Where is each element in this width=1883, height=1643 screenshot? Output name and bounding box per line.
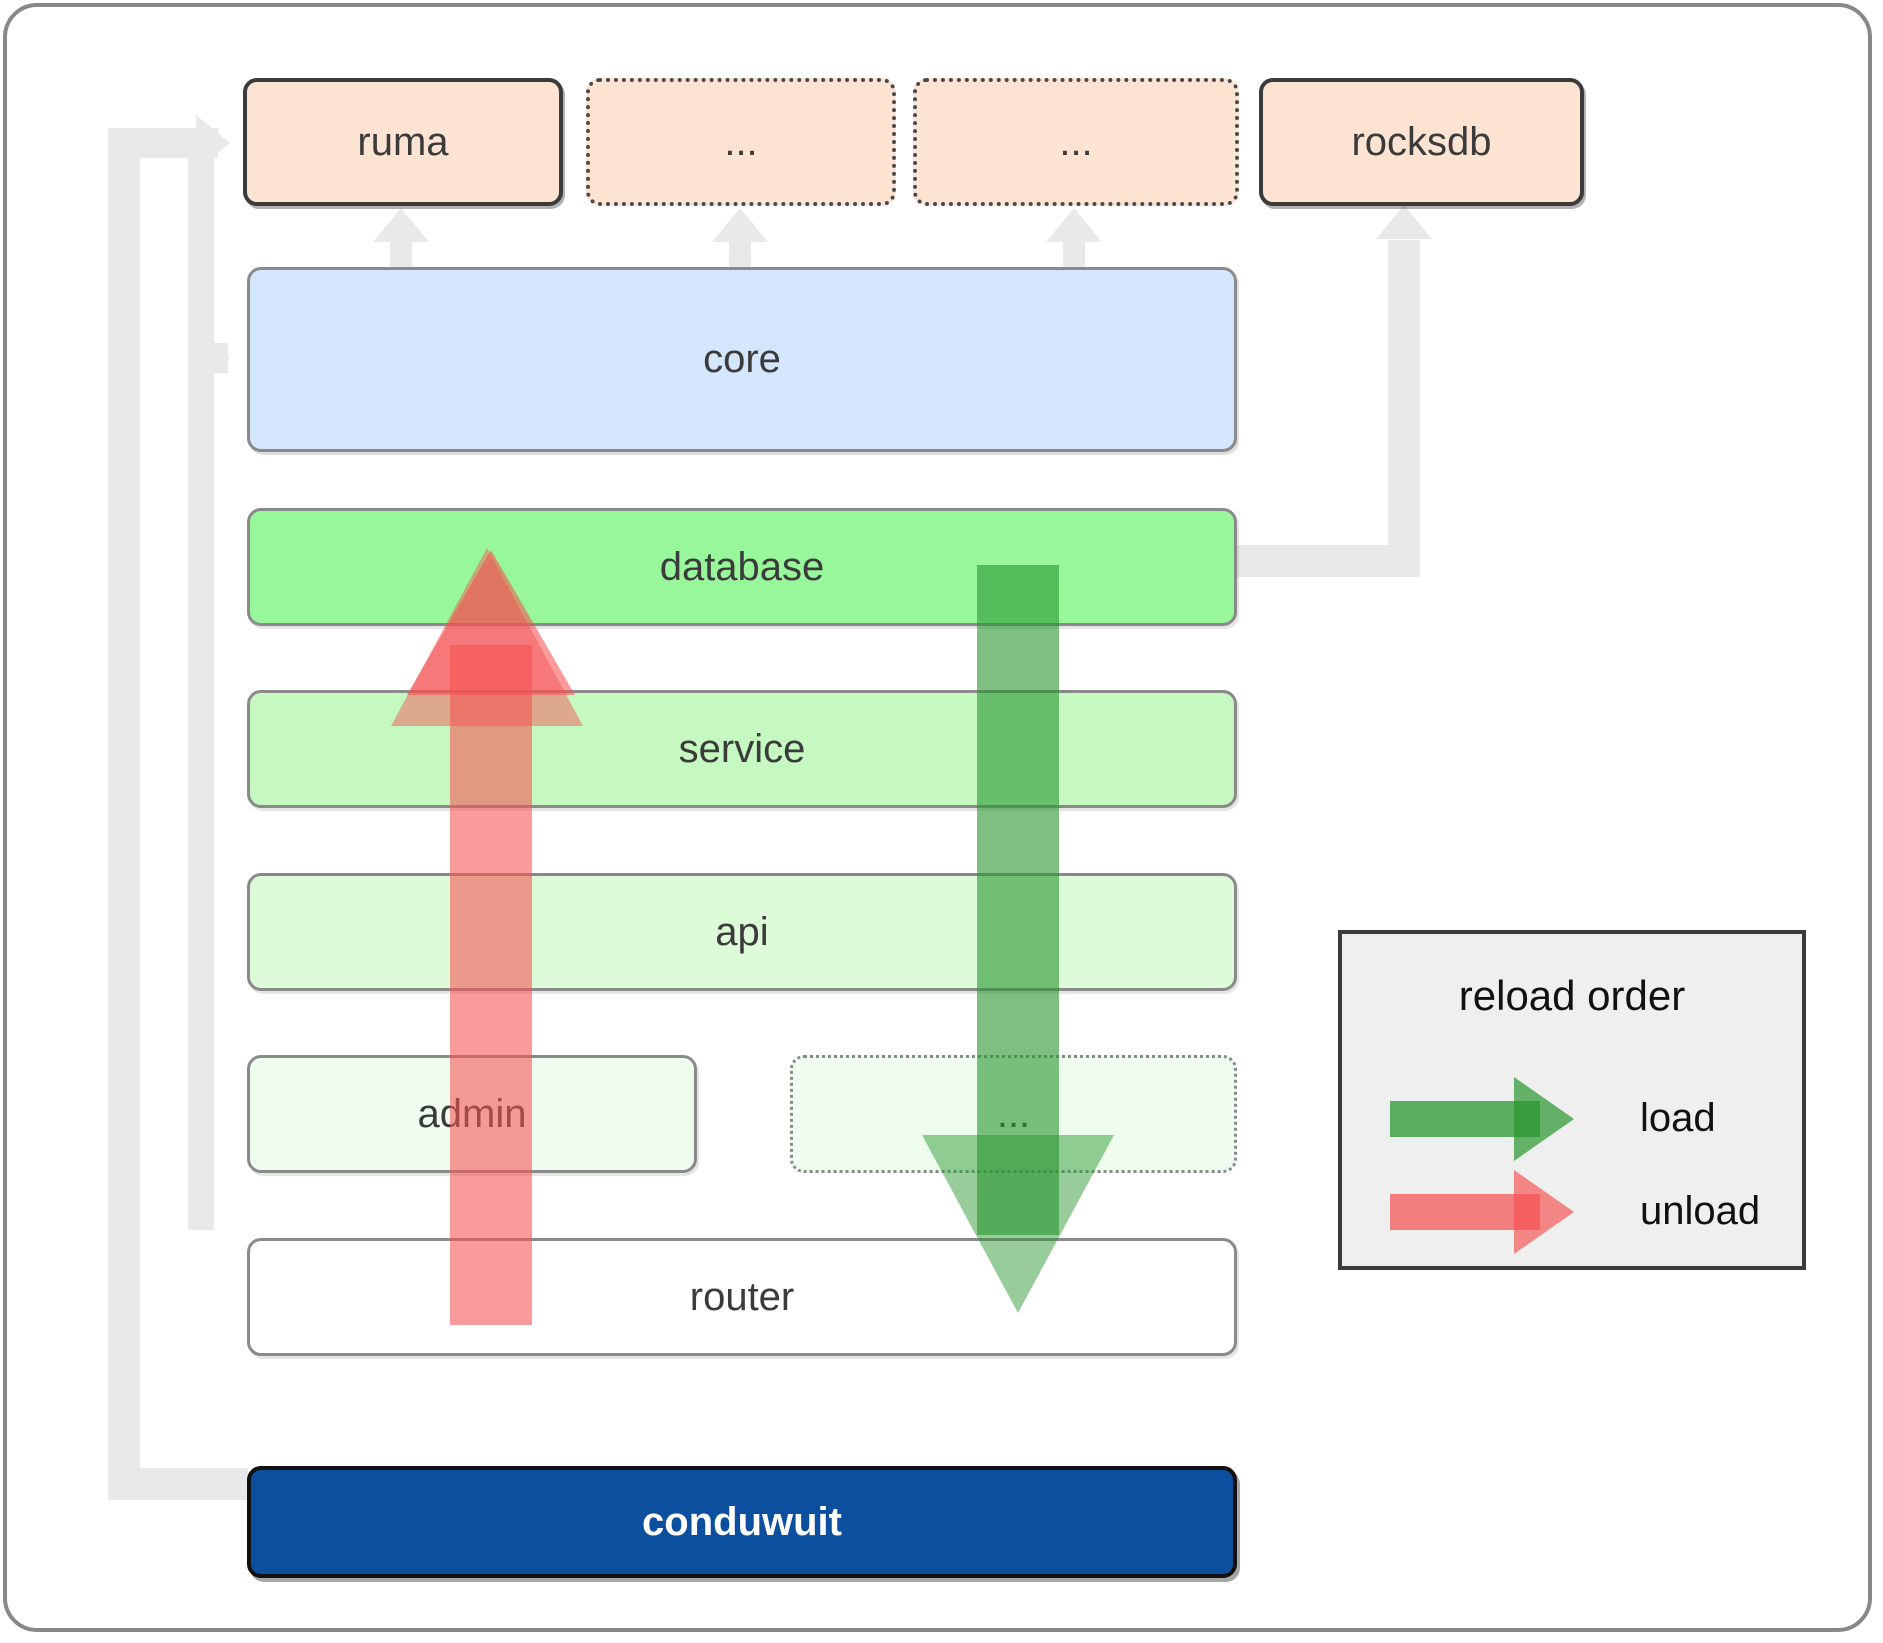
node-router-label: router [689,1274,795,1319]
node-dep-3-label: ... [1059,119,1093,164]
node-ruma-label: ruma [357,119,449,164]
legend-load-label: load [1640,1096,1716,1140]
connector-left-bottom-horizontal [108,1468,248,1500]
node-api[interactable]: api [247,873,1237,991]
node-rocksdb[interactable]: rocksdb [1259,78,1584,206]
load-arrow-head [922,1135,1114,1313]
node-core[interactable]: core [247,267,1237,452]
connector-core-to-dep2-shaft [729,240,751,275]
legend-unload-label: unload [1640,1189,1761,1233]
connector-db-to-rocksdb-vertical [1388,240,1420,576]
connector-arrow-to-ruma [196,115,230,171]
node-admin[interactable]: admin [247,1055,697,1173]
node-rocksdb-label: rocksdb [1351,119,1492,164]
node-database-label: database [659,544,825,589]
node-service-label: service [678,726,806,771]
legend-panel: reload order load unload [1338,930,1806,1270]
connector-core-to-dep2-head [712,208,768,242]
legend-title: reload order [1458,972,1686,1019]
node-ruma[interactable]: ruma [243,78,563,206]
unload-arrow-head-outer [391,548,583,726]
connector-arrow-to-core [196,330,230,386]
diagram-frame [3,3,1872,1632]
legend-load-arrow-head [1514,1077,1574,1161]
connector-arrow-to-rocksdb [1376,205,1432,239]
node-dep-2-label: ... [724,119,758,164]
node-router[interactable]: router [247,1238,1237,1356]
connector-core-to-ruma-head [373,208,429,242]
node-api-label: api [715,909,769,954]
node-admin-label: admin [417,1091,527,1136]
connector-left-trunk-vertical [108,130,140,1500]
node-conduwuit[interactable]: conduwuit [247,1466,1237,1578]
node-service[interactable]: service [247,690,1237,808]
connector-core-to-dep3-shaft [1063,240,1085,275]
legend-unload-arrow-head [1514,1170,1574,1254]
node-dep-2[interactable]: ... [586,78,896,206]
connector-core-to-ruma-shaft [390,240,412,275]
node-conduwuit-label: conduwuit [642,1499,842,1544]
node-layer-etc-label: ... [996,1091,1031,1136]
node-core-label: core [703,337,781,381]
node-dep-3[interactable]: ... [913,78,1239,206]
connector-core-to-dep3-head [1046,208,1102,242]
connector-branch-ruma-vertical [188,130,214,1230]
